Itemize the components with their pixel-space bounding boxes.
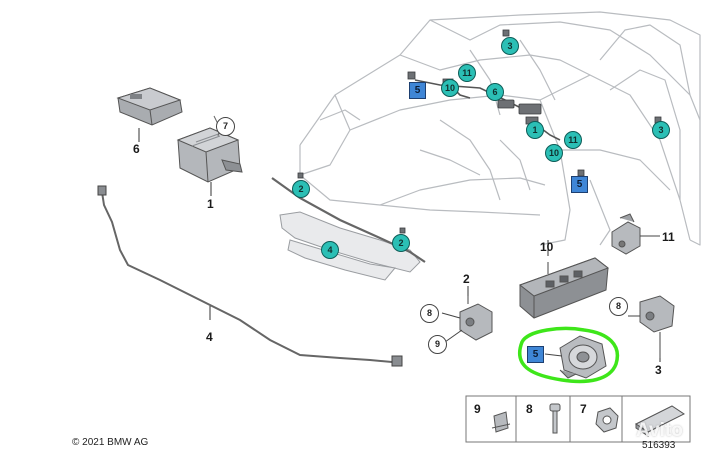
- ref-7-marker: 7: [216, 117, 235, 136]
- car-body-frame: [299, 11, 701, 246]
- car-square-5-right: 5: [571, 176, 588, 193]
- sensor-part-2: [441, 296, 493, 343]
- callout-part-3: 3: [655, 363, 662, 377]
- ref-5-marker: 5: [527, 346, 544, 363]
- module-part-10: [518, 257, 610, 319]
- legend-nut-7: [595, 407, 619, 433]
- car-badge-3-top: 3: [501, 37, 519, 55]
- ref-8-marker-right: 8: [609, 297, 628, 316]
- legend-pad: [635, 405, 685, 437]
- diagram-number: 516393: [642, 440, 676, 451]
- car-badge-4: 4: [321, 241, 339, 259]
- callout-part-1: 1: [207, 197, 214, 211]
- avito-watermark: Avito: [636, 420, 683, 441]
- car-badge-2-lower: 2: [392, 234, 410, 252]
- callout-part-11: 11: [662, 230, 675, 244]
- callout-part-10: 10: [540, 240, 554, 254]
- highlight-ring: [518, 326, 620, 384]
- legend-number-8: 8: [526, 402, 533, 416]
- callout-part-6: 6: [133, 142, 140, 156]
- car-square-5-top: 5: [409, 82, 426, 99]
- copyright-text: © 2021 BMW AG: [72, 437, 149, 448]
- legend-bolt-8: [549, 403, 561, 434]
- car-badge-1: 1: [526, 121, 544, 139]
- legend-number-9: 9: [474, 402, 481, 416]
- car-badge-10-top: 10: [441, 79, 459, 97]
- legend-clip-9: [491, 411, 511, 433]
- module-part-6: [116, 87, 183, 126]
- crash-sensor-part-5: [544, 335, 607, 379]
- sensor-part-11: [611, 213, 660, 255]
- bumper-carrier: [279, 211, 421, 281]
- sensor-part-3: [628, 295, 675, 358]
- car-badge-3-right: 3: [652, 121, 670, 139]
- car-badge-10-right: 10: [545, 144, 563, 162]
- hardware-legend: [465, 395, 691, 443]
- ref-8-marker-left: 8: [420, 304, 439, 323]
- callout-part-2: 2: [463, 272, 470, 286]
- car-badge-2-upper: 2: [292, 180, 310, 198]
- callout-part-4: 4: [206, 330, 213, 344]
- ref-9-marker: 9: [428, 335, 447, 354]
- sensor-cable-part-4: [97, 185, 403, 367]
- car-badge-6: 6: [486, 83, 504, 101]
- car-badge-11-top: 11: [458, 64, 476, 82]
- car-badge-11-right: 11: [564, 131, 582, 149]
- legend-number-7: 7: [580, 402, 587, 416]
